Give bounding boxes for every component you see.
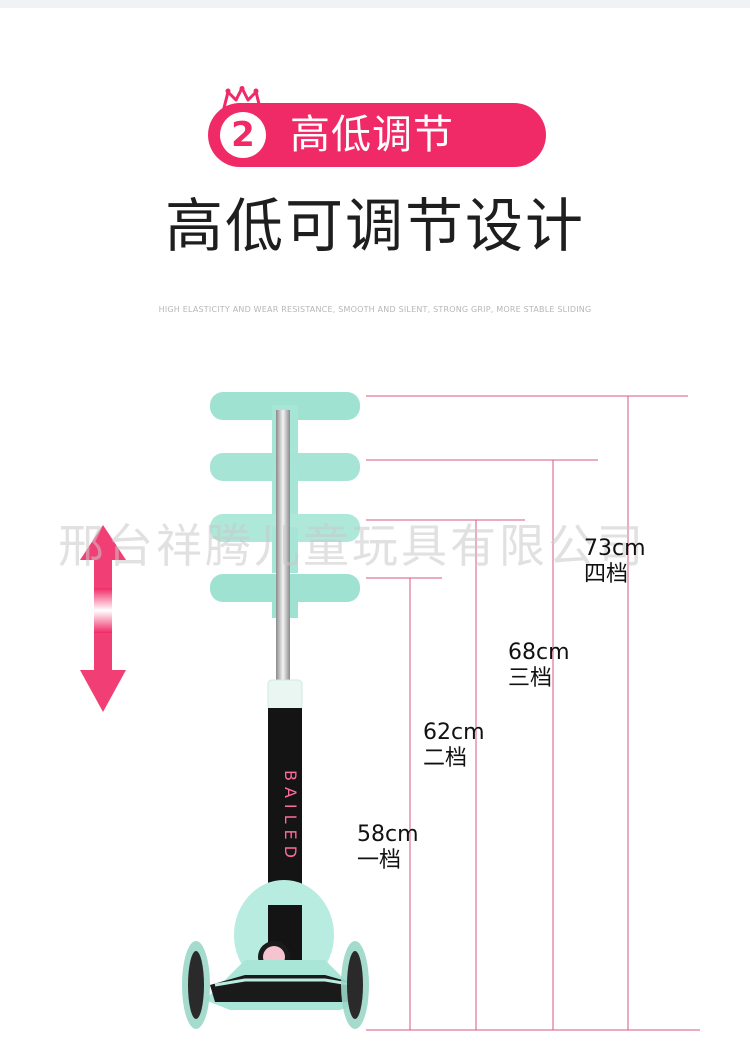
level-3-label: 68cm 三档	[508, 640, 570, 692]
top-strip	[0, 0, 750, 8]
scooter-brand: BAILED	[281, 770, 300, 864]
watermark: 邢台祥腾儿童玩具有限公司	[58, 519, 646, 573]
level-4-label: 73cm 四档	[584, 536, 646, 588]
section-title: 高低调节	[290, 112, 454, 158]
page-subline: HIGH ELASTICITY AND WEAR RESISTANCE, SMO…	[158, 305, 592, 314]
page-headline: 高低可调节设计	[164, 192, 585, 260]
level-1-label: 58cm 一档	[357, 822, 419, 874]
measure-lines	[366, 395, 700, 1031]
level-2-height: 62cm	[423, 720, 485, 745]
section-badge: 2 高低调节	[208, 103, 546, 167]
level-4-gear: 四档	[584, 562, 629, 587]
level-1-height: 58cm	[357, 822, 419, 847]
wheels	[182, 941, 369, 1029]
level-4-height: 73cm	[584, 536, 646, 561]
level-3-gear: 三档	[508, 666, 553, 691]
up-down-arrow-icon	[80, 525, 126, 712]
section-number: 2	[220, 112, 266, 158]
level-2-label: 62cm 二档	[423, 720, 485, 772]
level-1-gear: 一档	[357, 848, 402, 873]
level-2-gear: 二档	[423, 746, 468, 771]
level-3-height: 68cm	[508, 640, 570, 665]
